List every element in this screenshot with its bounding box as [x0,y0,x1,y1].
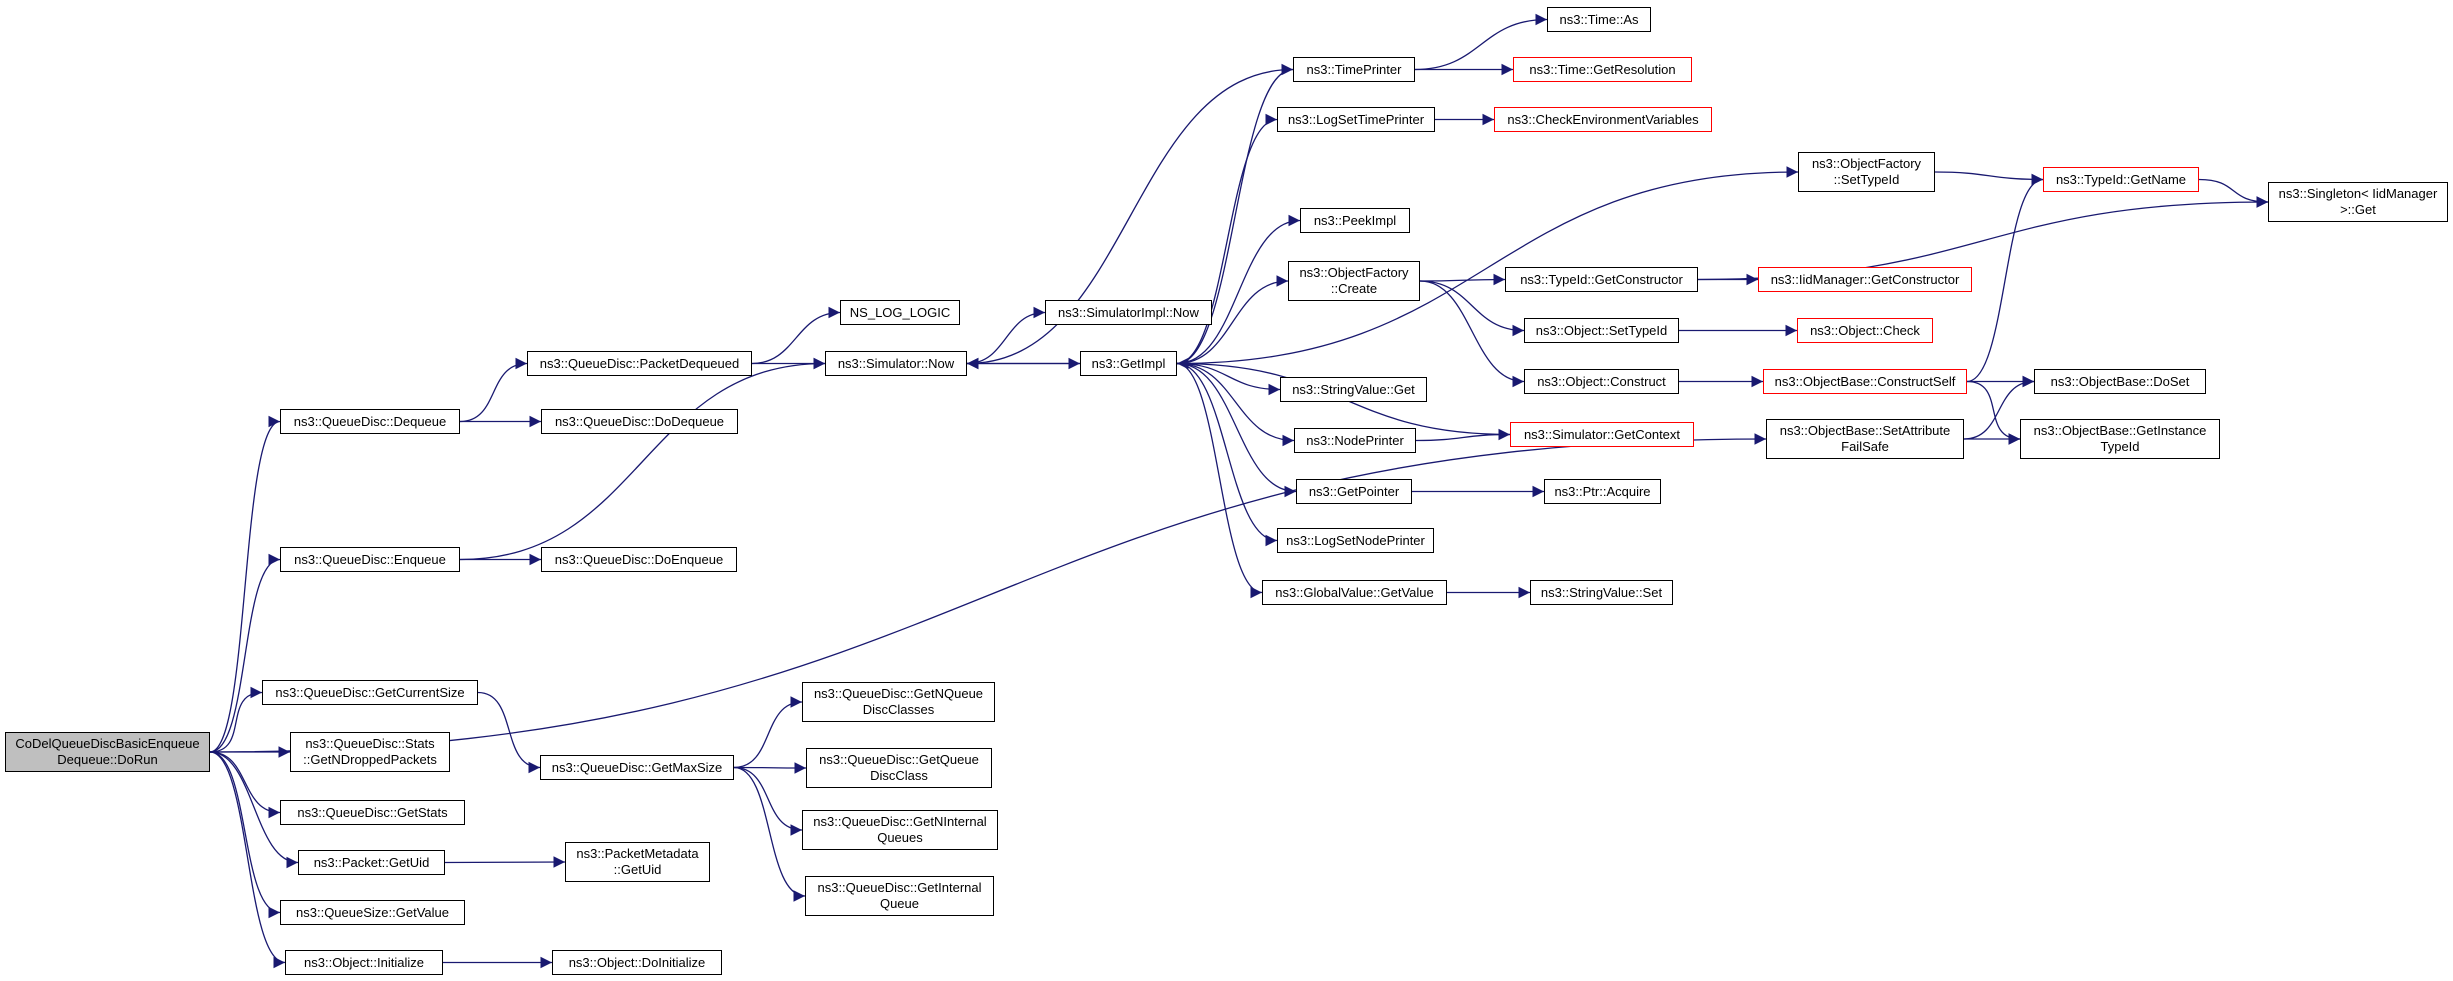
node-stringvalue-get[interactable]: ns3::StringValue::Get [1280,377,1427,402]
node-object-doinitialize[interactable]: ns3::Object::DoInitialize [552,950,722,975]
edge-getimpl-to-peekimpl [1176,214,1301,365]
node-simulator-getcontext[interactable]: ns3::Simulator::GetContext [1510,422,1694,447]
edge-root-to-queuesize-getvalue [209,751,281,919]
edge-packet-getuid-to-packetmetadata-getuid [444,856,566,868]
edge-timeprinter-to-time-as [1414,13,1548,71]
edge-root-to-dequeue [209,415,281,753]
node-globalvalue-getvalue[interactable]: ns3::GlobalValue::GetValue [1262,580,1447,605]
edge-root-to-getstats [209,751,281,819]
node-objectbase-constructself[interactable]: ns3::ObjectBase::ConstructSelf [1763,369,1967,394]
node-objectbase-doset[interactable]: ns3::ObjectBase::DoSet [2034,369,2206,394]
edge-objectbase-setattributefailsafe-to-objectbase-doset [1963,375,2035,440]
node-getinternalqueue[interactable]: ns3::QueueDisc::GetInternal Queue [805,876,994,916]
edge-root-to-getcurrentsize [209,686,263,753]
edge-getmaxsize-to-getqueuediscclass [733,762,807,774]
node-objectbase-setattributefailsafe[interactable]: ns3::ObjectBase::SetAttribute FailSafe [1766,419,1964,459]
edge-getimpl-to-nodeprinter [1176,362,1295,447]
node-object-settypeid[interactable]: ns3::Object::SetTypeId [1524,318,1679,343]
node-peekimpl[interactable]: ns3::PeekImpl [1300,208,1410,233]
node-logsettimeprinter[interactable]: ns3::LogSetTimePrinter [1277,107,1435,132]
node-doenqueue[interactable]: ns3::QueueDisc::DoEnqueue [541,547,737,572]
edge-getimpl-to-logsettimeprinter [1176,113,1278,365]
node-ptr-acquire[interactable]: ns3::Ptr::Acquire [1544,479,1661,504]
node-singleton-get[interactable]: ns3::Singleton< IidManager >::Get [2268,182,2448,222]
edge-root-to-object-initialize [209,751,286,969]
edge-getmaxsize-to-getinternalqueue [733,766,806,902]
node-getnqueuediscclasses[interactable]: ns3::QueueDisc::GetNQueue DiscClasses [802,682,995,722]
node-iidmanager-getconstructor[interactable]: ns3::IidManager::GetConstructor [1758,267,1972,292]
edge-getimpl-to-objectfactory-create [1176,275,1289,365]
edge-timeprinter-to-simulator-now [966,68,1294,370]
edge-getmaxsize-to-getnqueuediscclasses [733,696,803,769]
edge-objectbase-constructself-to-typeid-getname [1966,173,2044,383]
node-packetmetadata-getuid[interactable]: ns3::PacketMetadata ::GetUid [565,842,710,882]
edge-objectfactory-settypeid-to-typeid-getname [1934,171,2044,186]
node-getmaxsize[interactable]: ns3::QueueDisc::GetMaxSize [540,755,734,780]
node-ns-log-logic[interactable]: NS_LOG_LOGIC [840,300,960,325]
node-getqueuediscclass[interactable]: ns3::QueueDisc::GetQueue DiscClass [806,748,992,788]
edge-packetdequeued-to-ns-log-logic [751,306,841,365]
node-getcurrentsize[interactable]: ns3::QueueDisc::GetCurrentSize [262,680,478,705]
node-getninternalqueues[interactable]: ns3::QueueDisc::GetNInternal Queues [802,810,998,850]
edge-getimpl-to-globalvalue-getvalue [1176,362,1263,599]
node-objectfactory-settypeid[interactable]: ns3::ObjectFactory ::SetTypeId [1798,152,1935,192]
node-enqueue[interactable]: ns3::QueueDisc::Enqueue [280,547,460,572]
edge-root-to-packet-getuid [209,751,299,869]
edge-typeid-getname-to-singleton-get [2198,178,2269,208]
edge-getimpl-to-timeprinter [1176,63,1294,365]
node-packet-getuid[interactable]: ns3::Packet::GetUid [298,850,445,875]
node-simulator-now[interactable]: ns3::Simulator::Now [825,351,967,376]
node-root: CoDelQueueDiscBasicEnqueue Dequeue::DoRu… [5,732,210,772]
edge-getimpl-to-getpointer [1176,362,1297,498]
edge-getmaxsize-to-getninternalqueues [733,766,803,836]
node-nodeprinter[interactable]: ns3::NodePrinter [1294,428,1416,453]
edge-simulator-now-to-simulatorimpl-now [966,306,1046,365]
node-object-initialize[interactable]: ns3::Object::Initialize [285,950,443,975]
edge-root-to-objectbase-setattributefailsafe [209,433,1767,753]
edge-objectfactory-create-to-object-construct [1419,280,1525,388]
edge-getimpl-to-logsetnodeprinter [1176,362,1278,547]
node-dodequeue[interactable]: ns3::QueueDisc::DoDequeue [541,409,738,434]
node-getstats[interactable]: ns3::QueueDisc::GetStats [280,800,465,825]
node-typeid-getname[interactable]: ns3::TypeId::GetName [2043,167,2199,192]
edge-getcurrentsize-to-getmaxsize [477,691,541,774]
node-dequeue[interactable]: ns3::QueueDisc::Dequeue [280,409,460,434]
edge-root-to-enqueue [209,553,281,753]
edge-enqueue-to-simulator-now [459,357,826,561]
node-getimpl[interactable]: ns3::GetImpl [1080,351,1177,376]
node-simulatorimpl-now[interactable]: ns3::SimulatorImpl::Now [1045,300,1212,325]
node-checkenvvars[interactable]: ns3::CheckEnvironmentVariables [1494,107,1712,132]
edge-objectfactory-create-to-object-settypeid [1419,280,1525,337]
edge-nodeprinter-to-simulator-getcontext [1415,428,1511,442]
node-queuesize-getvalue[interactable]: ns3::QueueSize::GetValue [280,900,465,925]
node-packetdequeued[interactable]: ns3::QueueDisc::PacketDequeued [527,351,752,376]
edge-objectfactory-create-to-typeid-getconstructor [1419,273,1506,286]
node-stats-getndropped[interactable]: ns3::QueueDisc::Stats ::GetNDroppedPacke… [290,732,450,772]
node-objectfactory-create[interactable]: ns3::ObjectFactory ::Create [1288,261,1420,301]
node-object-construct[interactable]: ns3::Object::Construct [1524,369,1679,394]
node-object-check[interactable]: ns3::Object::Check [1797,318,1933,343]
node-time-getresolution[interactable]: ns3::Time::GetResolution [1513,57,1692,82]
node-logsetnodeprinter[interactable]: ns3::LogSetNodePrinter [1277,528,1434,553]
node-getpointer[interactable]: ns3::GetPointer [1296,479,1412,504]
node-time-as[interactable]: ns3::Time::As [1547,7,1651,32]
node-typeid-getconstructor[interactable]: ns3::TypeId::GetConstructor [1505,267,1698,292]
node-stringvalue-set[interactable]: ns3::StringValue::Set [1530,580,1673,605]
edge-getimpl-to-stringvalue-get [1176,362,1281,396]
node-timeprinter[interactable]: ns3::TimePrinter [1293,57,1415,82]
node-objectbase-getinstancetypeid[interactable]: ns3::ObjectBase::GetInstance TypeId [2020,419,2220,459]
edge-getimpl-to-objectfactory-settypeid [1176,166,1799,365]
edge-dequeue-to-packetdequeued [459,357,528,423]
